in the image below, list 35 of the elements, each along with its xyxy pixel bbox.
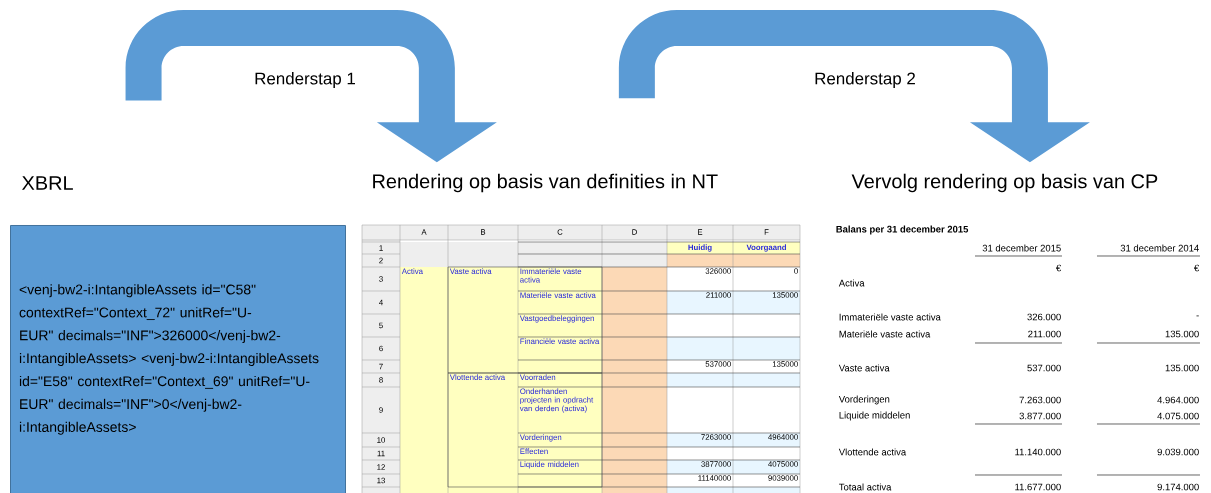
row-label: Vorderingen — [838, 395, 890, 405]
row-label: Materiële vaste activa — [839, 330, 931, 338]
row-label: Activa — [838, 279, 865, 287]
row-label: Vlottende activa — [838, 448, 907, 456]
heading: XBRL — [22, 176, 73, 190]
curved-arrow — [618, 10, 1090, 163]
amount: 7.263.000 — [1019, 396, 1061, 404]
row-label: Vaste activa — [838, 364, 890, 372]
curved-arrow — [125, 10, 497, 163]
amount: 211.000 — [1028, 330, 1061, 338]
heading: Vervolg rendering op basis van CP — [851, 173, 1158, 193]
heading: Rendering op basis van definities in NT — [373, 173, 718, 193]
amount: 3.877.000 — [1019, 412, 1061, 420]
amount: 135.000 — [1165, 330, 1199, 338]
column-heading: 31 december 2015 — [982, 244, 1061, 252]
row-label: Liquide middelen — [839, 411, 910, 421]
amount: 326.000 — [1027, 313, 1061, 321]
amount: 11.140.000 — [1015, 448, 1061, 456]
amount: 4.075.000 — [1157, 412, 1199, 420]
amount: 9.174.000 — [1157, 483, 1199, 491]
amount: 4.964.000 — [1157, 396, 1199, 404]
table-title: Balans per 31 december 2015 — [836, 225, 969, 235]
currency-sign: € — [1056, 264, 1062, 272]
amount: - — [1196, 315, 1199, 317]
code-box: <venj-bw2-i:IntangibleAssets id="C58" contextRef="Context_72" unitRef="U-EUR" decimals="INF">326000</venj-bw2-i:IntangibleAssets> <venj-bw2-i:IntangibleAssets id="E58" contextRef="Context_69" unitRef="U-EUR" decimals="INF">0</venj-bw2-i:IntangibleAssets> — [10, 225, 346, 493]
row-label: Immateriële vaste activa — [839, 313, 941, 321]
currency-sign: € — [1194, 264, 1200, 272]
amount: 537.000 — [1027, 364, 1061, 372]
row-label: Totaal activa — [839, 483, 892, 491]
amount: 9.039.000 — [1157, 448, 1199, 456]
edge-label: Renderstap 2 — [815, 72, 915, 88]
column-heading: 31 december 2014 — [1120, 244, 1199, 252]
edge-label: Renderstap 1 — [255, 72, 355, 88]
amount: 11.677.000 — [1015, 483, 1061, 491]
amount: 135.000 — [1165, 364, 1199, 372]
